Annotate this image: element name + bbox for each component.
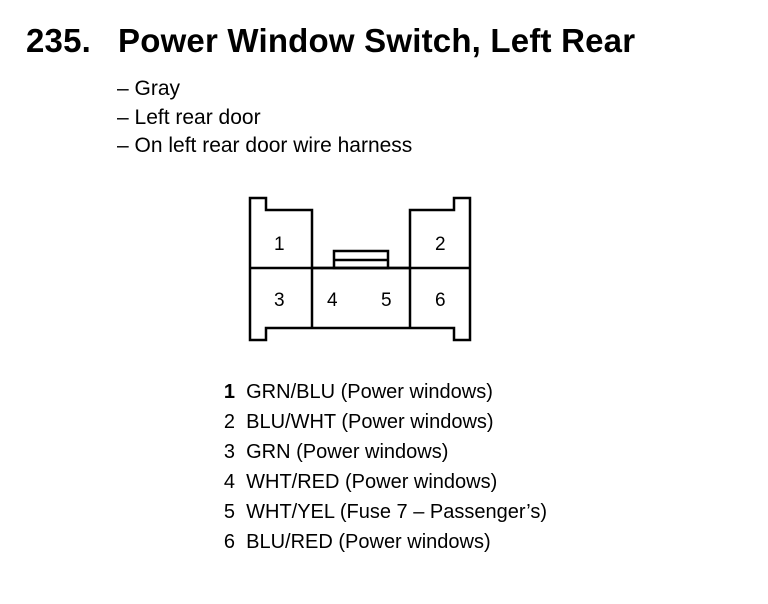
connector-housing-outline [248,196,472,342]
cavity-label-5: 5 [381,290,392,311]
component-details: – Gray – Left rear door – On left rear d… [117,75,412,161]
pin-number: 2 [223,411,235,433]
pin-description: BLU/WHT (Power windows) [246,411,494,433]
pin-number: 4 [223,471,235,493]
pin-description: GRN/BLU (Power windows) [246,381,493,403]
cavity-label-6: 6 [435,290,446,311]
pin-description: BLU/RED (Power windows) [246,531,491,553]
connector-diagram: 1 2 3 4 5 6 [248,196,472,342]
pin-number: 6 [223,531,235,553]
pin-number: 1 [223,381,235,403]
pin-item-1: 1 GRN/BLU (Power windows) [200,377,547,407]
cavity-label-1: 1 [274,234,285,255]
pin-description: WHT/YEL (Fuse 7 – Passenger’s) [246,501,547,523]
component-number: 235. [26,22,92,59]
cavity-label-3: 3 [274,290,285,311]
pin-number: 3 [223,441,235,463]
pin-item-5: 5 WHT/YEL (Fuse 7 – Passenger’s) [200,497,547,527]
cavity-label-2: 2 [435,234,446,255]
pin-item-6: 6 BLU/RED (Power windows) [200,527,547,557]
pin-description: WHT/RED (Power windows) [246,471,498,493]
detail-location: – Left rear door [117,105,261,129]
pin-list: 1 GRN/BLU (Power windows) 2 BLU/WHT (Pow… [200,377,547,557]
page-title: 235. Power Window Switch, Left Rear [26,22,635,60]
detail-color: – Gray [117,77,181,100]
pin-description: GRN (Power windows) [246,441,449,463]
pin-item-3: 3 GRN (Power windows) [200,437,547,467]
cavity-label-4: 4 [327,290,338,311]
pin-number: 5 [223,501,235,523]
detail-harness: – On left rear door wire harness [117,134,413,157]
component-name: Power Window Switch, Left Rear [118,22,636,59]
pin-item-2: 2 BLU/WHT (Power windows) [200,407,547,437]
pin-item-4: 4 WHT/RED (Power windows) [200,467,547,497]
